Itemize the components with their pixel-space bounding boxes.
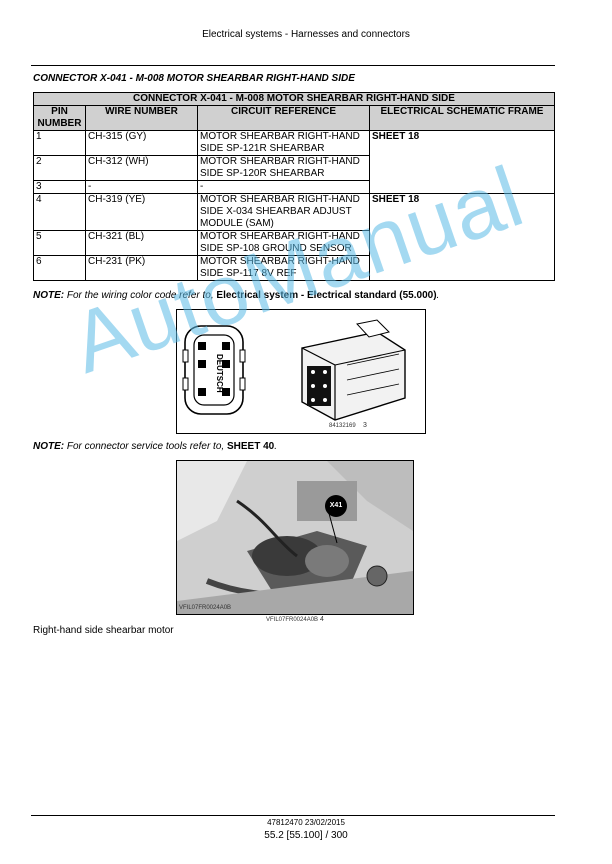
wire-cell: CH-315 (GY) <box>85 130 198 156</box>
pin-cell: 3 <box>33 180 86 194</box>
figure-code: VFIL07FR0024A0B <box>179 605 232 611</box>
wire-cell: CH-319 (YE) <box>85 193 198 231</box>
note-label: NOTE: <box>33 290 65 301</box>
note-reference-link[interactable]: SHEET 40 <box>226 441 275 452</box>
note-wiring-color: NOTE: For the wiring color code refer to… <box>33 290 439 301</box>
column-header-circuit: CIRCUIT REFERENCE <box>197 105 370 131</box>
page-number: 55.2 [55.100] / 300 <box>264 830 348 841</box>
column-header-pin: PIN NUMBER <box>33 105 86 131</box>
connector-illustration <box>182 319 406 421</box>
note-end: . <box>436 290 440 301</box>
connector-table: CONNECTOR X-041 - M-008 MOTOR SHEARBAR R… <box>33 92 555 281</box>
note-reference-link[interactable]: Electrical system - Electrical standard … <box>216 290 437 301</box>
connector-figure: DEUTSCH 84132169 3 <box>176 309 426 434</box>
section-heading: CONNECTOR X-041 - M-008 MOTOR SHEARBAR R… <box>33 73 355 84</box>
wire-cell: CH-231 (PK) <box>85 255 198 281</box>
wire-cell: CH-312 (WH) <box>85 155 198 181</box>
frame-cell: SHEET 18 <box>369 130 555 194</box>
pin-cell: 4 <box>33 193 86 231</box>
note-service-tools: NOTE: For connector service tools refer … <box>33 441 277 452</box>
note-text: For the wiring color code refer to, <box>66 290 214 301</box>
table-row: 6 CH-231 (PK) MOTOR SHEARBAR RIGHT-HAND … <box>33 255 555 281</box>
wire-cell: CH-321 (BL) <box>85 230 198 256</box>
figure-number: 3 <box>363 422 367 429</box>
pin-cell: 6 <box>33 255 86 281</box>
table-row: 5 CH-321 (BL) MOTOR SHEARBAR RIGHT-HAND … <box>33 230 555 256</box>
note-text: For connector service tools refer to, <box>66 441 225 452</box>
connector-brand-text: DEUTSCH <box>215 353 224 393</box>
column-header-frame: ELECTRICAL SCHEMATIC FRAME <box>369 105 555 131</box>
wire-cell: - <box>85 180 198 194</box>
table-row: 1 CH-315 (GY) MOTOR SHEARBAR RIGHT-HAND … <box>33 130 555 194</box>
running-header: Electrical systems - Harnesses and conne… <box>202 29 410 40</box>
figure-code: 84132169 <box>329 423 356 429</box>
table-title: CONNECTOR X-041 - M-008 MOTOR SHEARBAR R… <box>33 92 555 106</box>
footer-rule <box>31 815 555 816</box>
connector-location-marker: X41 <box>325 495 347 517</box>
figure-number: 4 <box>320 616 324 623</box>
circuit-cell: MOTOR SHEARBAR RIGHT-HAND SIDE X-034 SHE… <box>197 193 370 231</box>
circuit-cell: - <box>197 180 370 194</box>
pin-cell: 5 <box>33 230 86 256</box>
figure-caption: Right-hand side shearbar motor <box>33 625 174 636</box>
table-row: 4 CH-319 (YE) MOTOR SHEARBAR RIGHT-HAND … <box>33 193 555 281</box>
frame-cell: SHEET 18 <box>369 193 555 281</box>
location-photo-illustration <box>177 461 413 614</box>
footer-code: 47812470 23/02/2015 <box>267 818 345 827</box>
pin-cell: 1 <box>33 130 86 156</box>
figure-code: VFIL07FR0024A0B <box>266 617 319 623</box>
note-end: . <box>274 441 277 452</box>
header-rule <box>31 65 555 66</box>
column-header-wire: WIRE NUMBER <box>85 105 198 131</box>
pin-cell: 2 <box>33 155 86 181</box>
circuit-cell: MOTOR SHEARBAR RIGHT-HAND SIDE SP-121R S… <box>197 130 370 156</box>
circuit-cell: MOTOR SHEARBAR RIGHT-HAND SIDE SP-117 8V… <box>197 255 370 281</box>
circuit-cell: MOTOR SHEARBAR RIGHT-HAND SIDE SP-120R S… <box>197 155 370 181</box>
note-label: NOTE: <box>33 441 65 452</box>
location-photo: X41 VFIL07FR0024A0B <box>176 460 414 615</box>
circuit-cell: MOTOR SHEARBAR RIGHT-HAND SIDE SP-108 GR… <box>197 230 370 256</box>
